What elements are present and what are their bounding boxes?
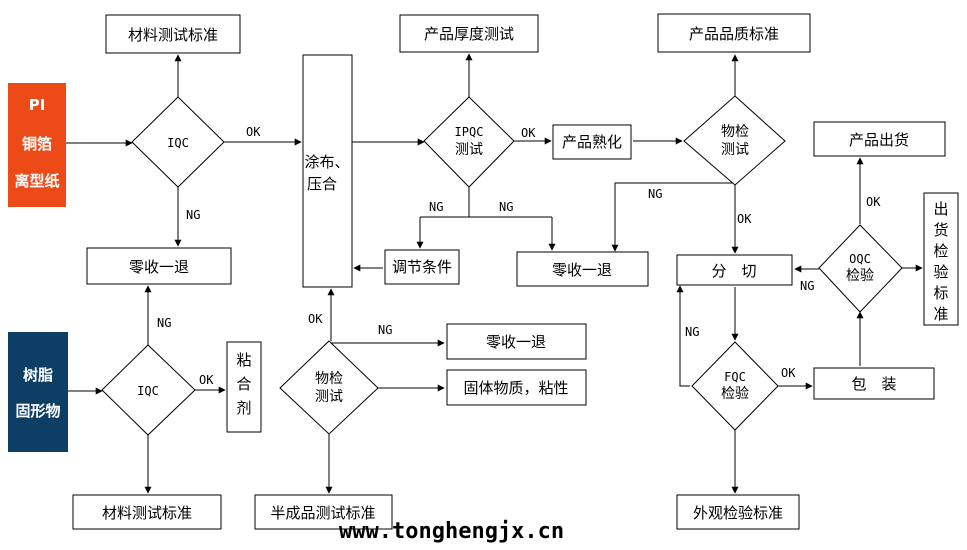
label-ok-ipqc: OK	[521, 126, 536, 140]
label-ok-fqc: OK	[781, 366, 796, 380]
box-product-maturing: 产品熟化	[552, 124, 632, 160]
label-ok-oqc: OK	[866, 195, 881, 209]
svg-text:测试: 测试	[315, 389, 343, 405]
svg-text:准: 准	[933, 305, 948, 323]
input-resin-line2: 固形物	[15, 402, 60, 420]
box-product-shipping: 产品出货	[813, 121, 946, 157]
box-material-std-top: 材料测试标准	[105, 14, 241, 54]
label-ng-oqc: NG	[800, 279, 814, 293]
svg-text:IQC: IQC	[167, 136, 189, 150]
svg-text:粘: 粘	[236, 351, 251, 369]
label-ng-ipqc-right: NG	[499, 200, 513, 214]
svg-text:产品熟化: 产品熟化	[562, 133, 622, 151]
svg-text:压合: 压合	[307, 175, 337, 193]
label-ng-phys-right: NG	[648, 187, 662, 201]
svg-text:半成品测试标准: 半成品测试标准	[270, 504, 375, 522]
box-reject-mid: 零收一退	[516, 251, 649, 287]
svg-text:固体物质，粘性: 固体物质，粘性	[463, 379, 568, 397]
svg-text:外观检验标准: 外观检验标准	[693, 504, 783, 522]
input-pi-line2: 铜箔	[22, 135, 52, 153]
label-ng-fqc: NG	[685, 325, 699, 339]
label-ok-iqc-top: OK	[246, 125, 261, 139]
box-adjust-conditions: 调节条件	[384, 249, 460, 285]
input-pi-bg	[8, 83, 66, 207]
svg-text:调节条件: 调节条件	[392, 258, 452, 276]
decision-ipqc: IPQC 测试	[423, 96, 515, 188]
connectors	[66, 53, 923, 494]
svg-text:测试: 测试	[455, 142, 483, 158]
svg-text:IPQC: IPQC	[455, 125, 484, 139]
svg-text:剂: 剂	[236, 399, 251, 417]
svg-text:检: 检	[933, 242, 948, 260]
svg-text:材料测试标准: 材料测试标准	[128, 26, 218, 44]
input-resin-line1: 树脂	[23, 366, 53, 384]
box-thickness-test: 产品厚度测试	[399, 14, 539, 53]
svg-text:零收一退: 零收一退	[552, 261, 612, 279]
edge-labels: OK NG NG OK OK NG OK NG NG NG OK NG OK N…	[157, 125, 881, 387]
svg-text:测试: 测试	[721, 142, 749, 158]
decision-iqc-top: IQC	[131, 96, 225, 188]
svg-text:产品出货: 产品出货	[849, 131, 909, 149]
label-ng-iqc-top: NG	[186, 208, 200, 222]
svg-text:货: 货	[933, 221, 948, 239]
box-coating-lamination: 涂布、 压合	[302, 54, 353, 288]
svg-text:零收一退: 零收一退	[486, 333, 546, 351]
decision-fqc: FQC 检验	[691, 341, 779, 431]
box-semi-product-std: 半成品测试标准	[254, 494, 393, 530]
box-adhesive: 粘 合 剂	[226, 341, 262, 433]
svg-text:FQC: FQC	[724, 370, 746, 384]
label-ng-iqc-bottom: NG	[157, 316, 171, 330]
svg-text:检验: 检验	[846, 268, 874, 284]
box-quality-std: 产品品质标准	[657, 13, 811, 53]
box-reject-left: 零收一退	[86, 247, 232, 285]
svg-text:包 装: 包 装	[851, 375, 896, 393]
label-ok-iqc-bottom: OK	[199, 373, 214, 387]
input-pi-line3: 离型纸	[14, 172, 59, 190]
label-ng-phys-left: NG	[378, 323, 392, 337]
box-packing: 包 装	[813, 367, 935, 400]
label-ok-phys-left: OK	[308, 312, 323, 326]
svg-text:合: 合	[236, 375, 251, 393]
box-solid-viscosity: 固体物质，粘性	[446, 369, 587, 406]
svg-text:验: 验	[933, 263, 948, 281]
svg-text:分 切: 分 切	[711, 262, 756, 280]
decision-physical-test-right: 物检 测试	[683, 95, 786, 186]
svg-text:涂布、: 涂布、	[304, 153, 349, 171]
box-reject-upper-mid: 零收一退	[446, 323, 587, 360]
decision-physical-test-left: 物检 测试	[279, 340, 379, 435]
watermark-url: www.tonghengjx.cn	[339, 519, 564, 544]
svg-text:IQC: IQC	[137, 384, 159, 398]
svg-text:零收一退: 零收一退	[129, 258, 189, 276]
label-ok-phys-right: OK	[737, 212, 752, 226]
svg-text:物检: 物检	[721, 124, 749, 140]
input-pi-line1: PI	[29, 96, 46, 114]
input-pi-copper-release: PI 铜箔 离型纸	[8, 83, 66, 207]
input-resin-solids: 树脂 固形物	[8, 332, 68, 452]
box-appearance-std: 外观检验标准	[676, 494, 800, 530]
box-material-std-bottom: 材料测试标准	[72, 494, 222, 530]
input-resin-bg	[8, 332, 68, 452]
label-ng-ipqc-left: NG	[429, 200, 443, 214]
decision-iqc-bottom: IQC	[101, 344, 196, 436]
svg-text:检验: 检验	[721, 386, 749, 402]
svg-text:产品品质标准: 产品品质标准	[689, 25, 779, 43]
svg-text:出: 出	[933, 200, 948, 218]
svg-text:OQC: OQC	[849, 252, 871, 266]
svg-text:材料测试标准: 材料测试标准	[102, 504, 192, 522]
svg-text:标: 标	[933, 284, 948, 302]
decision-oqc: OQC 检验	[818, 224, 903, 313]
box-shipping-std: 出 货 检 验 标 准	[923, 192, 959, 326]
svg-text:物检: 物检	[315, 371, 343, 387]
box-slitting: 分 切	[676, 254, 793, 286]
svg-text:产品厚度测试: 产品厚度测试	[424, 25, 514, 43]
